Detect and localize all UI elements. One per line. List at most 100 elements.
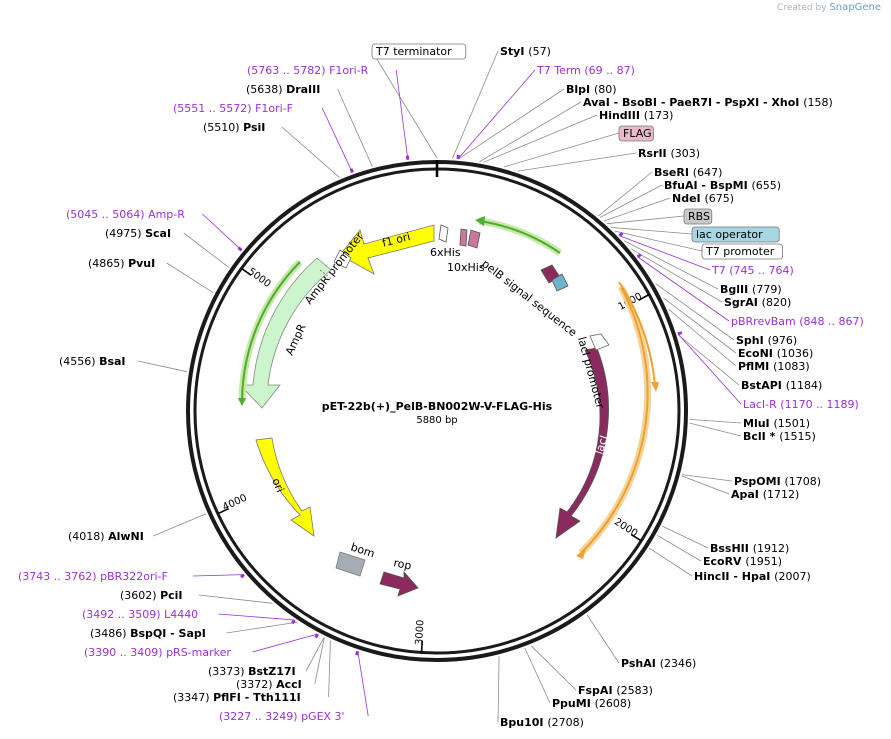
label-position: (3373): [208, 665, 248, 678]
enzyme-label[interactable]: EcoNI (1036): [738, 347, 813, 360]
primer-label[interactable]: (3227 .. 3249) pGEX 3': [219, 710, 345, 723]
label-name: Bpu10I: [500, 716, 547, 729]
enzyme-label[interactable]: StyI (57): [500, 45, 551, 58]
enzyme-label[interactable]: BseRI (647): [654, 166, 722, 179]
enzyme-label[interactable]: BglII (779): [720, 283, 782, 296]
enzyme-label[interactable]: BssHII (1912): [710, 542, 789, 555]
primer-label[interactable]: (3390 .. 3409) pRS-marker: [84, 646, 231, 659]
label-text: SphI (976): [736, 334, 797, 347]
enzyme-label[interactable]: Bpu10I (2708): [500, 716, 584, 729]
enzyme-label[interactable]: ApaI (1712): [731, 488, 799, 501]
rop-arrow[interactable]: [379, 570, 419, 597]
primer-label[interactable]: (3492 .. 3509) L4440: [82, 608, 198, 621]
label-position: (1036): [777, 347, 814, 360]
feature-tag[interactable]: lac operator: [691, 226, 780, 243]
enzyme-label[interactable]: (3486) BspQI - SapI: [90, 627, 206, 640]
feature-tag[interactable]: RBS: [683, 208, 713, 225]
enzyme-label[interactable]: SphI (976): [736, 334, 797, 347]
leader-line: [457, 69, 536, 160]
label-position: (1184): [786, 379, 823, 392]
bom-box[interactable]: [335, 551, 366, 577]
primer-label[interactable]: T7 Term (69 .. 87): [536, 64, 635, 77]
enzyme-label[interactable]: BclI * (1515): [743, 430, 816, 443]
enzyme-label[interactable]: (4975) ScaI: [105, 227, 171, 240]
enzyme-label[interactable]: (4018) AlwNI: [68, 530, 144, 543]
enzyme-label[interactable]: NdeI (675): [672, 192, 734, 205]
primer-site-mark: [355, 650, 360, 656]
6xhis-box[interactable]: [438, 224, 449, 243]
enzyme-label[interactable]: (4556) BsaI: [59, 355, 126, 368]
primer-label[interactable]: (5045 .. 5064) Amp-R: [66, 208, 185, 221]
label-name: F1ori-F: [255, 102, 293, 115]
feature-tag-box: [371, 43, 467, 60]
enzyme-label[interactable]: (5510) PsiI: [203, 121, 265, 134]
enzyme-label[interactable]: (3347) PflFI - Tth111I: [173, 691, 301, 704]
ampr-promoter-arrow[interactable]: [333, 249, 352, 269]
enzyme-label[interactable]: (3372) AccI: [236, 678, 302, 691]
label-position: (3390 .. 3409): [84, 646, 166, 659]
ampr-arrow[interactable]: [239, 257, 332, 409]
enzyme-label[interactable]: MluI (1501): [743, 417, 810, 430]
primer-label[interactable]: LacI-R (1170 .. 1189): [743, 398, 859, 411]
enzyme-label[interactable]: BfuAI - BspMI (655): [664, 179, 781, 192]
label-name: EcoNI: [738, 347, 777, 360]
label-position: (3743 .. 3762): [18, 570, 100, 583]
primer-label[interactable]: (5763 .. 5782) F1ori-R: [247, 64, 369, 77]
label-text: T7 Term (69 .. 87): [536, 64, 635, 77]
label-name: pRS-marker: [166, 646, 231, 659]
laci-label: lacI: [592, 434, 610, 456]
feature-tag[interactable]: T7 terminator: [371, 43, 467, 60]
green-arc-top-bg: [478, 217, 562, 256]
his-box-b[interactable]: [467, 229, 481, 249]
enzyme-label[interactable]: (5638) DraIII: [246, 83, 320, 96]
enzyme-label[interactable]: (4865) PvuI: [88, 257, 155, 270]
his-box-a[interactable]: [459, 228, 468, 247]
enzyme-label[interactable]: HindIII (173): [599, 109, 673, 122]
ampr-divider: [319, 269, 334, 281]
plasmid-name: pET-22b(+)_PelB-BN002W-V-FLAG-His: [322, 400, 553, 413]
enzyme-label[interactable]: RsrII (303): [638, 147, 700, 160]
label-text: BseRI (647): [654, 166, 722, 179]
primer-label[interactable]: (3743 .. 3762) pBR322ori-F: [18, 570, 168, 583]
enzyme-label[interactable]: PflMI (1083): [738, 360, 810, 373]
lac-operator-box[interactable]: [551, 273, 569, 292]
label-text: (5045 .. 5064) Amp-R: [66, 208, 185, 221]
label-name: BssHII: [710, 542, 753, 555]
green-arc-top-head: [475, 216, 485, 226]
enzyme-label[interactable]: HincII - HpaI (2007): [694, 570, 811, 583]
enzyme-label[interactable]: PspOMI (1708): [734, 475, 821, 488]
enzyme-label[interactable]: (3373) BstZ17I: [208, 665, 296, 678]
laci-arrow[interactable]: [555, 347, 609, 539]
label-position: (1951): [745, 555, 782, 568]
enzyme-label[interactable]: AvaI - BsoBI - PaeR7I - PspXI - XhoI (15…: [583, 96, 833, 109]
primer-label[interactable]: T7 (745 .. 764): [711, 264, 794, 277]
ori-arrow[interactable]: [255, 437, 315, 537]
label-position: (2583): [616, 684, 653, 697]
feature-tag[interactable]: T7 promoter: [701, 243, 783, 260]
leader-line: [137, 360, 188, 373]
laci-promoter-arrow[interactable]: [589, 333, 610, 351]
leader-line: [603, 197, 671, 222]
f1-ori-arrow[interactable]: [339, 224, 435, 275]
leader-line: [192, 574, 245, 577]
enzyme-label[interactable]: BlpI (80): [566, 83, 617, 96]
feature-tag[interactable]: FLAG: [618, 125, 654, 142]
label-name: FspAI: [578, 684, 616, 697]
leader-line: [305, 637, 325, 672]
tick-mark: [241, 267, 252, 277]
enzyme-label[interactable]: SgrAI (820): [724, 296, 791, 309]
label-name: PciI: [160, 589, 182, 602]
label-text: MluI (1501): [743, 417, 810, 430]
label-name: SphI: [736, 334, 768, 347]
enzyme-label[interactable]: FspAI (2583): [578, 684, 653, 697]
primer-label[interactable]: (5551 .. 5572) F1ori-F: [173, 102, 293, 115]
enzyme-label[interactable]: EcoRV (1951): [703, 555, 782, 568]
enzyme-label[interactable]: BstAPI (1184): [741, 379, 822, 392]
enzyme-label[interactable]: PshAI (2346): [621, 657, 696, 670]
label-name: PflMI: [738, 360, 773, 373]
primer-label[interactable]: pBRrevBam (848 .. 867): [731, 315, 864, 328]
enzyme-label[interactable]: PpuMI (2608): [552, 697, 631, 710]
enzyme-label[interactable]: (3602) PciI: [120, 589, 183, 602]
label-name: ScaI: [145, 227, 171, 240]
